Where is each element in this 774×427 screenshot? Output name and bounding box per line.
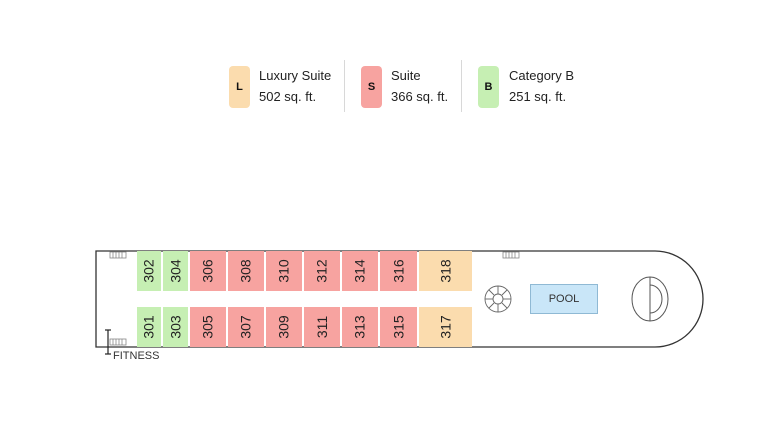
cabin-306[interactable]: 306 [190,251,226,291]
cabin-310[interactable]: 310 [266,251,302,291]
cabin-312[interactable]: 312 [304,251,340,291]
cabin-number: 316 [390,259,407,283]
cabin-number: 314 [351,259,368,283]
cabin-number: 301 [140,315,157,339]
cabin-number: 308 [237,259,254,283]
legend-divider [344,60,345,112]
cabin-number: 317 [437,315,454,339]
cabin-number: 313 [351,315,368,339]
cabin-304[interactable]: 304 [163,251,188,291]
legend-divider [461,60,462,112]
fitness-marker-icon [105,329,111,355]
stairs-icon [502,251,520,259]
suite-swatch: S [361,66,382,108]
bow-dome-icon [631,276,669,322]
cabin-305[interactable]: 305 [190,307,226,347]
cabin-307[interactable]: 307 [228,307,264,347]
cabin-number: 306 [199,259,216,283]
cabin-318[interactable]: 318 [419,251,472,291]
cabin-301[interactable]: 301 [137,307,161,347]
cabin-number: 309 [275,315,292,339]
stairs-icon [109,338,127,346]
cabin-303[interactable]: 303 [163,307,188,347]
fitness-label: FITNESS [113,350,160,362]
cabin-number: 307 [237,315,254,339]
legend-size: 251 sq. ft. [509,89,567,104]
luxury-suite-swatch: L [229,66,250,108]
cabin-number: 304 [167,259,184,283]
cabin-number: 312 [313,259,330,283]
cabin-number: 311 [313,315,330,339]
cabin-314[interactable]: 314 [342,251,378,291]
cabin-number: 305 [199,315,216,339]
legend-label: Luxury Suite [259,68,332,83]
cabin-308[interactable]: 308 [228,251,264,291]
cabin-302[interactable]: 302 [137,251,161,291]
spiral-staircase-icon [484,285,512,313]
cabin-number: 318 [437,259,454,283]
legend-size: 366 sq. ft. [391,89,449,104]
legend-label: Category B [509,68,575,83]
cabin-number: 310 [275,259,292,283]
cabin-311[interactable]: 311 [304,307,340,347]
cabin-number: 302 [140,259,157,283]
cabin-313[interactable]: 313 [342,307,378,347]
cabin-309[interactable]: 309 [266,307,302,347]
category-b-swatch: B [478,66,499,108]
cabin-316[interactable]: 316 [380,251,417,291]
cabin-317[interactable]: 317 [419,307,472,347]
legend-label: Suite [391,68,421,83]
cabin-number: 315 [390,315,407,339]
pool: POOL [530,284,598,314]
cabin-number: 303 [167,315,184,339]
legend-size: 502 sq. ft. [259,89,317,104]
stairs-icon [109,251,127,259]
cabin-315[interactable]: 315 [380,307,417,347]
